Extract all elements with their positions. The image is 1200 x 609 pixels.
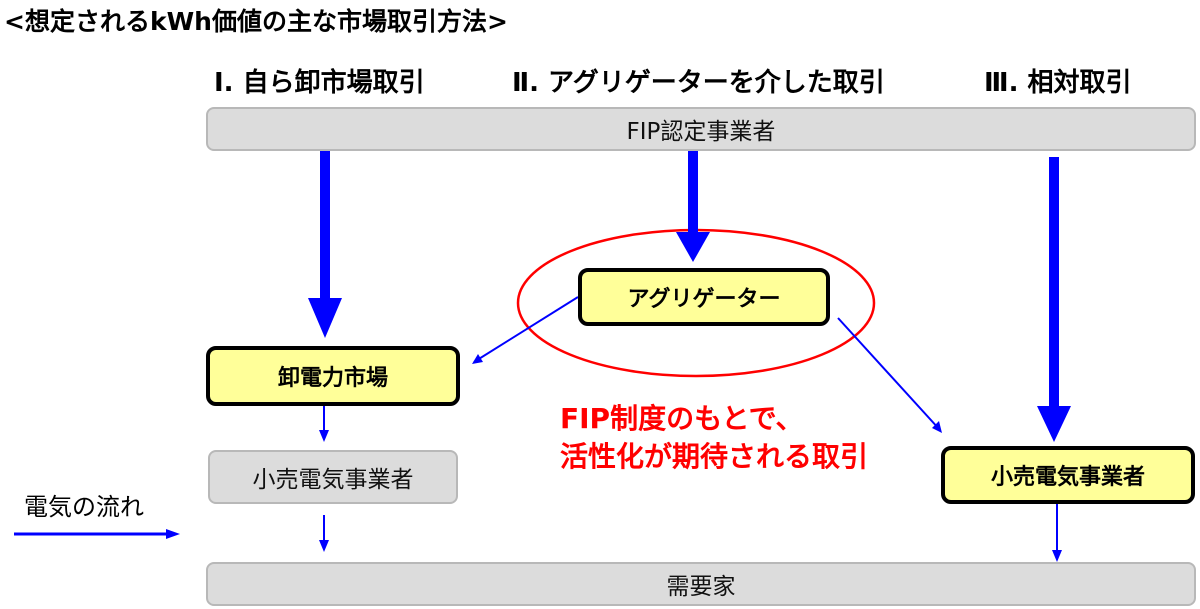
thin-arrow-retailer-to-consumer-left xyxy=(319,515,329,552)
aggregator-box: アグリゲーター xyxy=(578,268,830,326)
retailer-left-label: 小売電気事業者 xyxy=(252,467,414,493)
wholesale-market-label: 卸電力市場 xyxy=(277,366,388,391)
thick-arrow-fip-to-wholesale xyxy=(308,151,342,338)
thick-arrow-fip-to-retailer xyxy=(1037,157,1071,442)
consumer-box: 需要家 xyxy=(206,562,1196,606)
retailer-right-label: 小売電気事業者 xyxy=(990,465,1145,490)
diagram-title: <想定されるkWh価値の主な市場取引方法> xyxy=(4,7,508,36)
thin-arrow-aggregator-to-wholesale xyxy=(472,296,579,364)
fip-note-line2: 活性化が期待される取引 xyxy=(560,440,869,473)
aggregator-label: アグリゲーター xyxy=(627,287,781,312)
fip-note-line1: FIP制度のもとで、 xyxy=(560,402,804,435)
column-heading-self-wholesale: Ⅰ. 自ら卸市場取引 xyxy=(214,68,425,98)
thin-arrow-wholesale-to-retailer xyxy=(319,404,329,442)
thin-arrow-retailer-to-consumer-right xyxy=(1052,503,1062,562)
fip-operator-box: FIP認定事業者 xyxy=(206,107,1196,151)
wholesale-market-box: 卸電力市場 xyxy=(206,346,460,406)
column-heading-aggregator: Ⅱ. アグリゲーターを介した取引 xyxy=(512,68,885,98)
column-heading-bilateral: Ⅲ. 相対取引 xyxy=(984,68,1132,98)
retailer-left-box: 小売電気事業者 xyxy=(208,450,458,504)
consumer-label: 需要家 xyxy=(666,574,736,600)
retailer-right-box: 小売電気事業者 xyxy=(941,446,1195,504)
legend-flow-arrow xyxy=(14,529,180,539)
legend-label: 電気の流れ xyxy=(24,493,144,521)
thick-arrow-fip-to-aggregator xyxy=(676,151,710,262)
fip-operator-label: FIP認定事業者 xyxy=(626,119,776,145)
fip-note: FIP制度のもとで、 活性化が期待される取引 xyxy=(560,400,868,476)
